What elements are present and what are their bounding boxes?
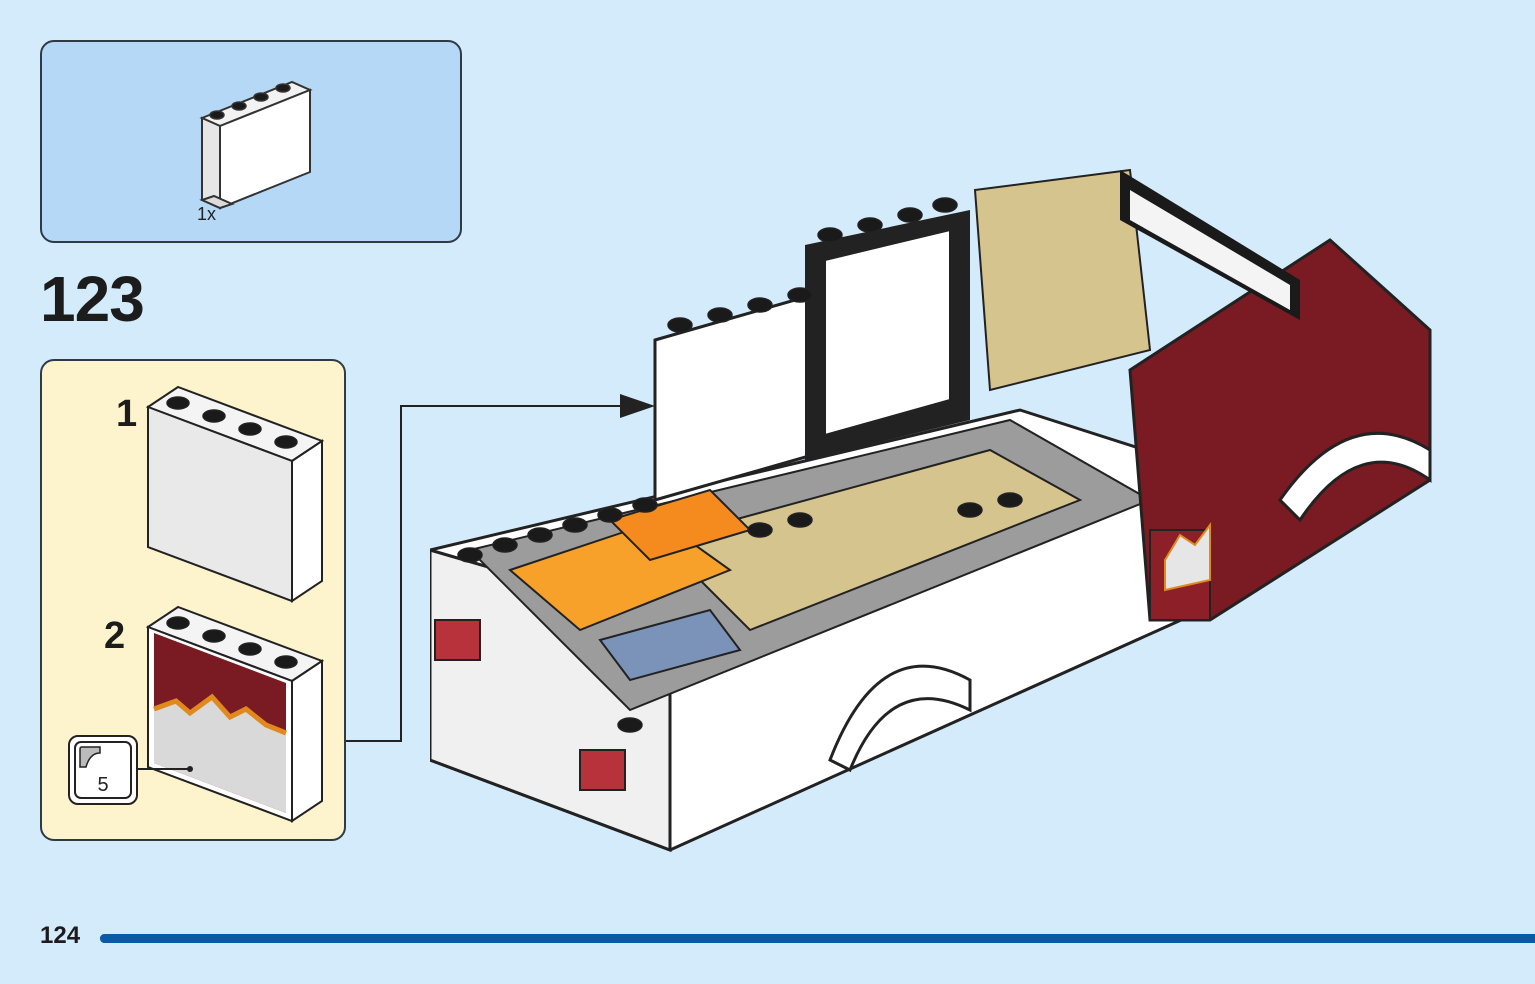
white-panel-step-1 — [145, 385, 325, 603]
part-quantity: 1x — [197, 204, 217, 224]
progress-bar — [100, 934, 1535, 943]
sticker-peel-icon — [79, 746, 101, 768]
white-panel-part-icon — [199, 80, 313, 210]
sub-step-number-2: 2 — [104, 615, 126, 657]
sticker-pointer-line — [136, 766, 193, 772]
camper-van-model-illustration — [430, 168, 1432, 853]
page-number: 124 — [40, 922, 81, 949]
decorated-panel-step-2 — [145, 605, 325, 823]
step-number: 123 — [40, 263, 145, 335]
sticker-number: 5 — [97, 774, 109, 796]
sub-step-number-1: 1 — [116, 393, 138, 435]
sub-assembly-box: 1 2 5 — [40, 359, 346, 841]
parts-list-box: 1x — [40, 40, 462, 243]
progress-bar-fill — [100, 934, 1535, 943]
